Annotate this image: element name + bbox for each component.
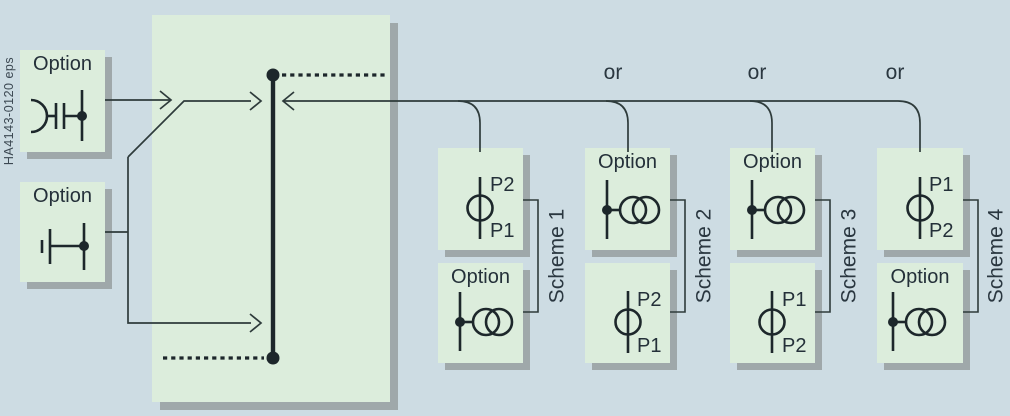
scheme1-ct-box: P2 P1: [438, 148, 523, 250]
scheme2-ct-terminal-top: P2: [637, 289, 662, 311]
scheme3-option-label: Option: [743, 151, 802, 173]
scheme1-ct-terminal-top: P2: [490, 174, 515, 196]
scheme4-ct-terminal-top: P1: [929, 174, 954, 196]
scheme2-bracket: [670, 199, 686, 313]
scheme3-option-box: Option: [730, 148, 815, 250]
scheme3-bracket: [815, 199, 831, 313]
relay-zone-panel: [152, 15, 390, 402]
option-box-cvt: Option: [20, 50, 105, 152]
or-label-1: or: [603, 61, 623, 84]
scheme3-ct-terminal-top: P1: [782, 289, 807, 311]
scheme4-name-label: Scheme 4: [984, 208, 1008, 304]
scheme1-option-label: Option: [451, 266, 510, 288]
scheme4-option-label: Option: [890, 266, 950, 288]
option-box-earth: Option: [20, 182, 105, 282]
or-label-3: or: [885, 61, 905, 84]
scheme2-ct-box: P2 P1: [585, 263, 670, 363]
scheme1-option-box: Option: [438, 263, 523, 363]
scheme3-name-label: Scheme 3: [837, 208, 861, 304]
scheme1-bracket: [523, 199, 539, 313]
option-box-earth-label: Option: [33, 185, 92, 207]
scheme2-option-box: Option: [585, 148, 670, 250]
scheme1-drop-wire: [457, 100, 481, 152]
or-label-2: or: [747, 61, 767, 84]
scheme4-option-box: Option: [877, 263, 963, 363]
scheme2-drop-wire: [605, 100, 629, 152]
scheme4-bracket: [963, 199, 979, 313]
scheme4-ct-box: P1 P2: [877, 148, 963, 250]
scheme3-ct-box: P1 P2: [730, 263, 815, 363]
option-box-cvt-label: Option: [33, 53, 92, 75]
scheme3-ct-terminal-bottom: P2: [782, 335, 807, 357]
scheme2-option-label: Option: [598, 151, 657, 173]
scheme3-drop-wire: [749, 100, 773, 152]
scheme1-ct-terminal-bottom: P1: [490, 220, 515, 242]
figure-id-label: HA4143-0120 eps: [2, 56, 16, 166]
scheme4-ct-terminal-bottom: P2: [929, 220, 954, 242]
scheme2-ct-terminal-bottom: P1: [637, 335, 662, 357]
scheme2-name-label: Scheme 2: [692, 208, 716, 304]
scheme1-name-label: Scheme 1: [545, 208, 569, 304]
